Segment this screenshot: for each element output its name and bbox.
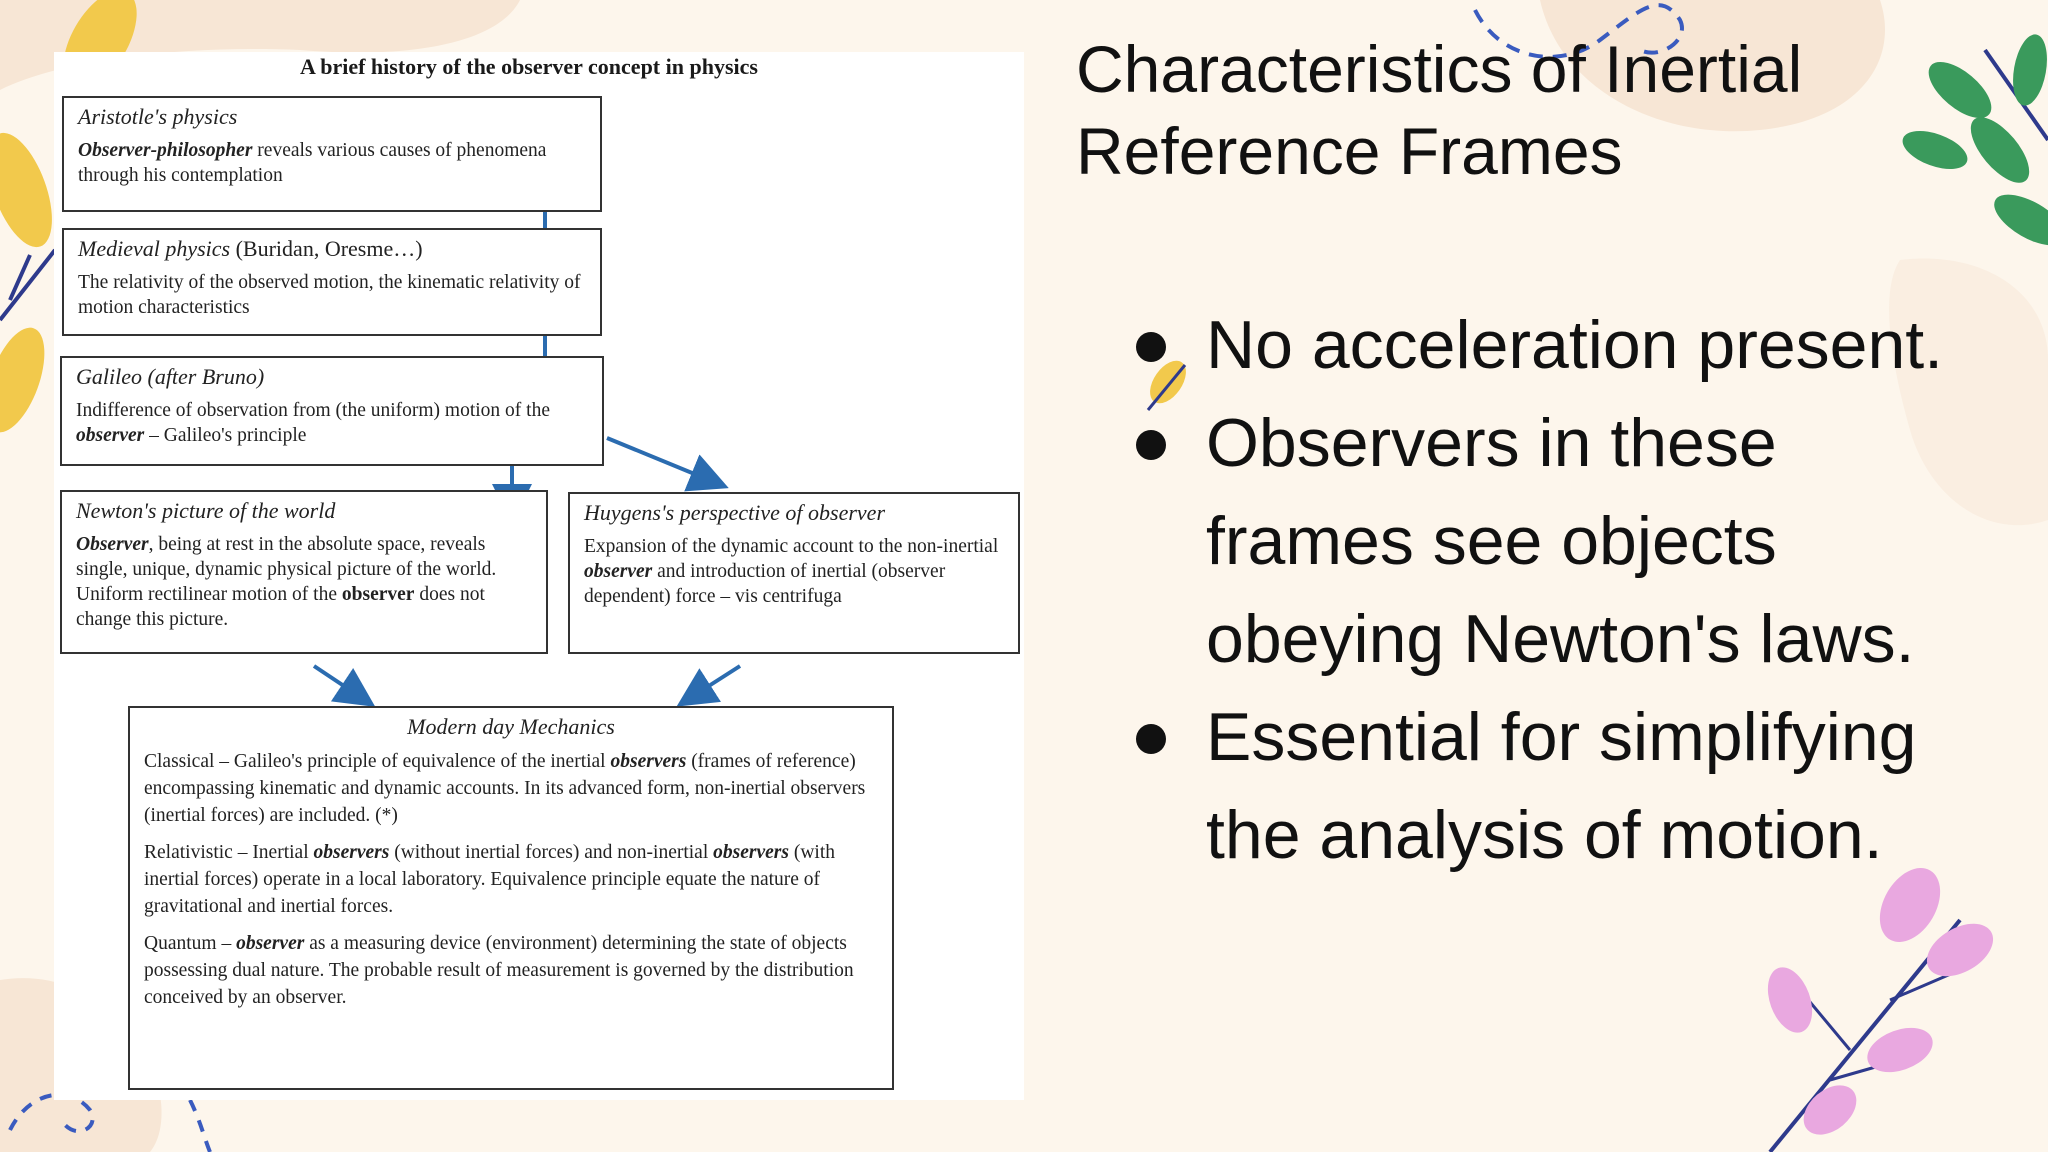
bullet-dot [1136,332,1166,362]
box-medieval: Medieval physics (Buridan, Oresme…) The … [62,228,602,336]
dashed-loop-bottom-left [8,1092,212,1152]
bullet-dot [1136,430,1166,460]
box-aristotle-body: Observer-philosopher reveals various cau… [78,140,547,186]
arrow-huygens-modern [676,664,742,707]
box-newton-body: Observer, being at rest in the absolute … [76,534,497,630]
box-huygens-heading: Huygens's perspective of observer [584,500,886,525]
arrow-newton-modern [312,664,376,707]
diagram-title: A brief history of the observer concept … [300,54,758,79]
bullet-dot [1136,724,1166,754]
box-newton: Newton's picture of the world Observer, … [60,490,548,654]
green-leaves-top-right [1902,34,2048,246]
slide-title: Characteristics of Inertial Reference Fr… [1076,32,1803,188]
box-aristotle: Aristotle's physics Observer-philosopher… [62,96,602,212]
box-galileo-heading: Galileo (after Bruno) [76,364,265,389]
arrow-galileo-huygens [606,436,729,492]
bullet-list: No acceleration present. Observers in th… [1136,296,1996,884]
box-huygens-body: Expansion of the dynamic account to the … [584,536,999,607]
box-medieval-body: The relativity of the observed motion, t… [78,272,581,318]
observer-history-diagram: A brief history of the observer concept … [54,52,1024,1100]
pink-plant-bottom-right [1767,868,1994,1152]
box-newton-heading: Newton's picture of the world [76,498,336,523]
peach-blob-top-right [1540,0,1885,132]
bullet-item: Essential for simplifying the analysis o… [1136,688,1996,884]
box-modern-quantum: Quantum – observer as a measuring device… [144,933,854,1008]
box-modern-mechanics: Modern day Mechanics Classical – Galileo… [128,706,894,1090]
box-medieval-heading: Medieval physics (Buridan, Oresme…) [78,236,423,261]
bullet-item: Observers in these frames see objects ob… [1136,394,1996,688]
peach-blob-right [1889,258,2048,526]
box-modern-heading: Modern day Mechanics [407,714,615,739]
box-galileo: Galileo (after Bruno) Indifference of ob… [60,356,604,466]
bullet-item: No acceleration present. [1136,296,1996,394]
box-huygens: Huygens's perspective of observer Expans… [568,492,1020,654]
dashed-loop-top [1473,3,1684,59]
box-modern-relativistic: Relativistic – Inertial observers (witho… [144,842,836,917]
small-yellow-leaf [1150,360,1186,404]
box-aristotle-heading: Aristotle's physics [78,104,238,129]
box-modern-classical: Classical – Galileo's principle of equiv… [144,751,866,826]
box-galileo-body: Indifference of observation from (the un… [76,400,550,446]
